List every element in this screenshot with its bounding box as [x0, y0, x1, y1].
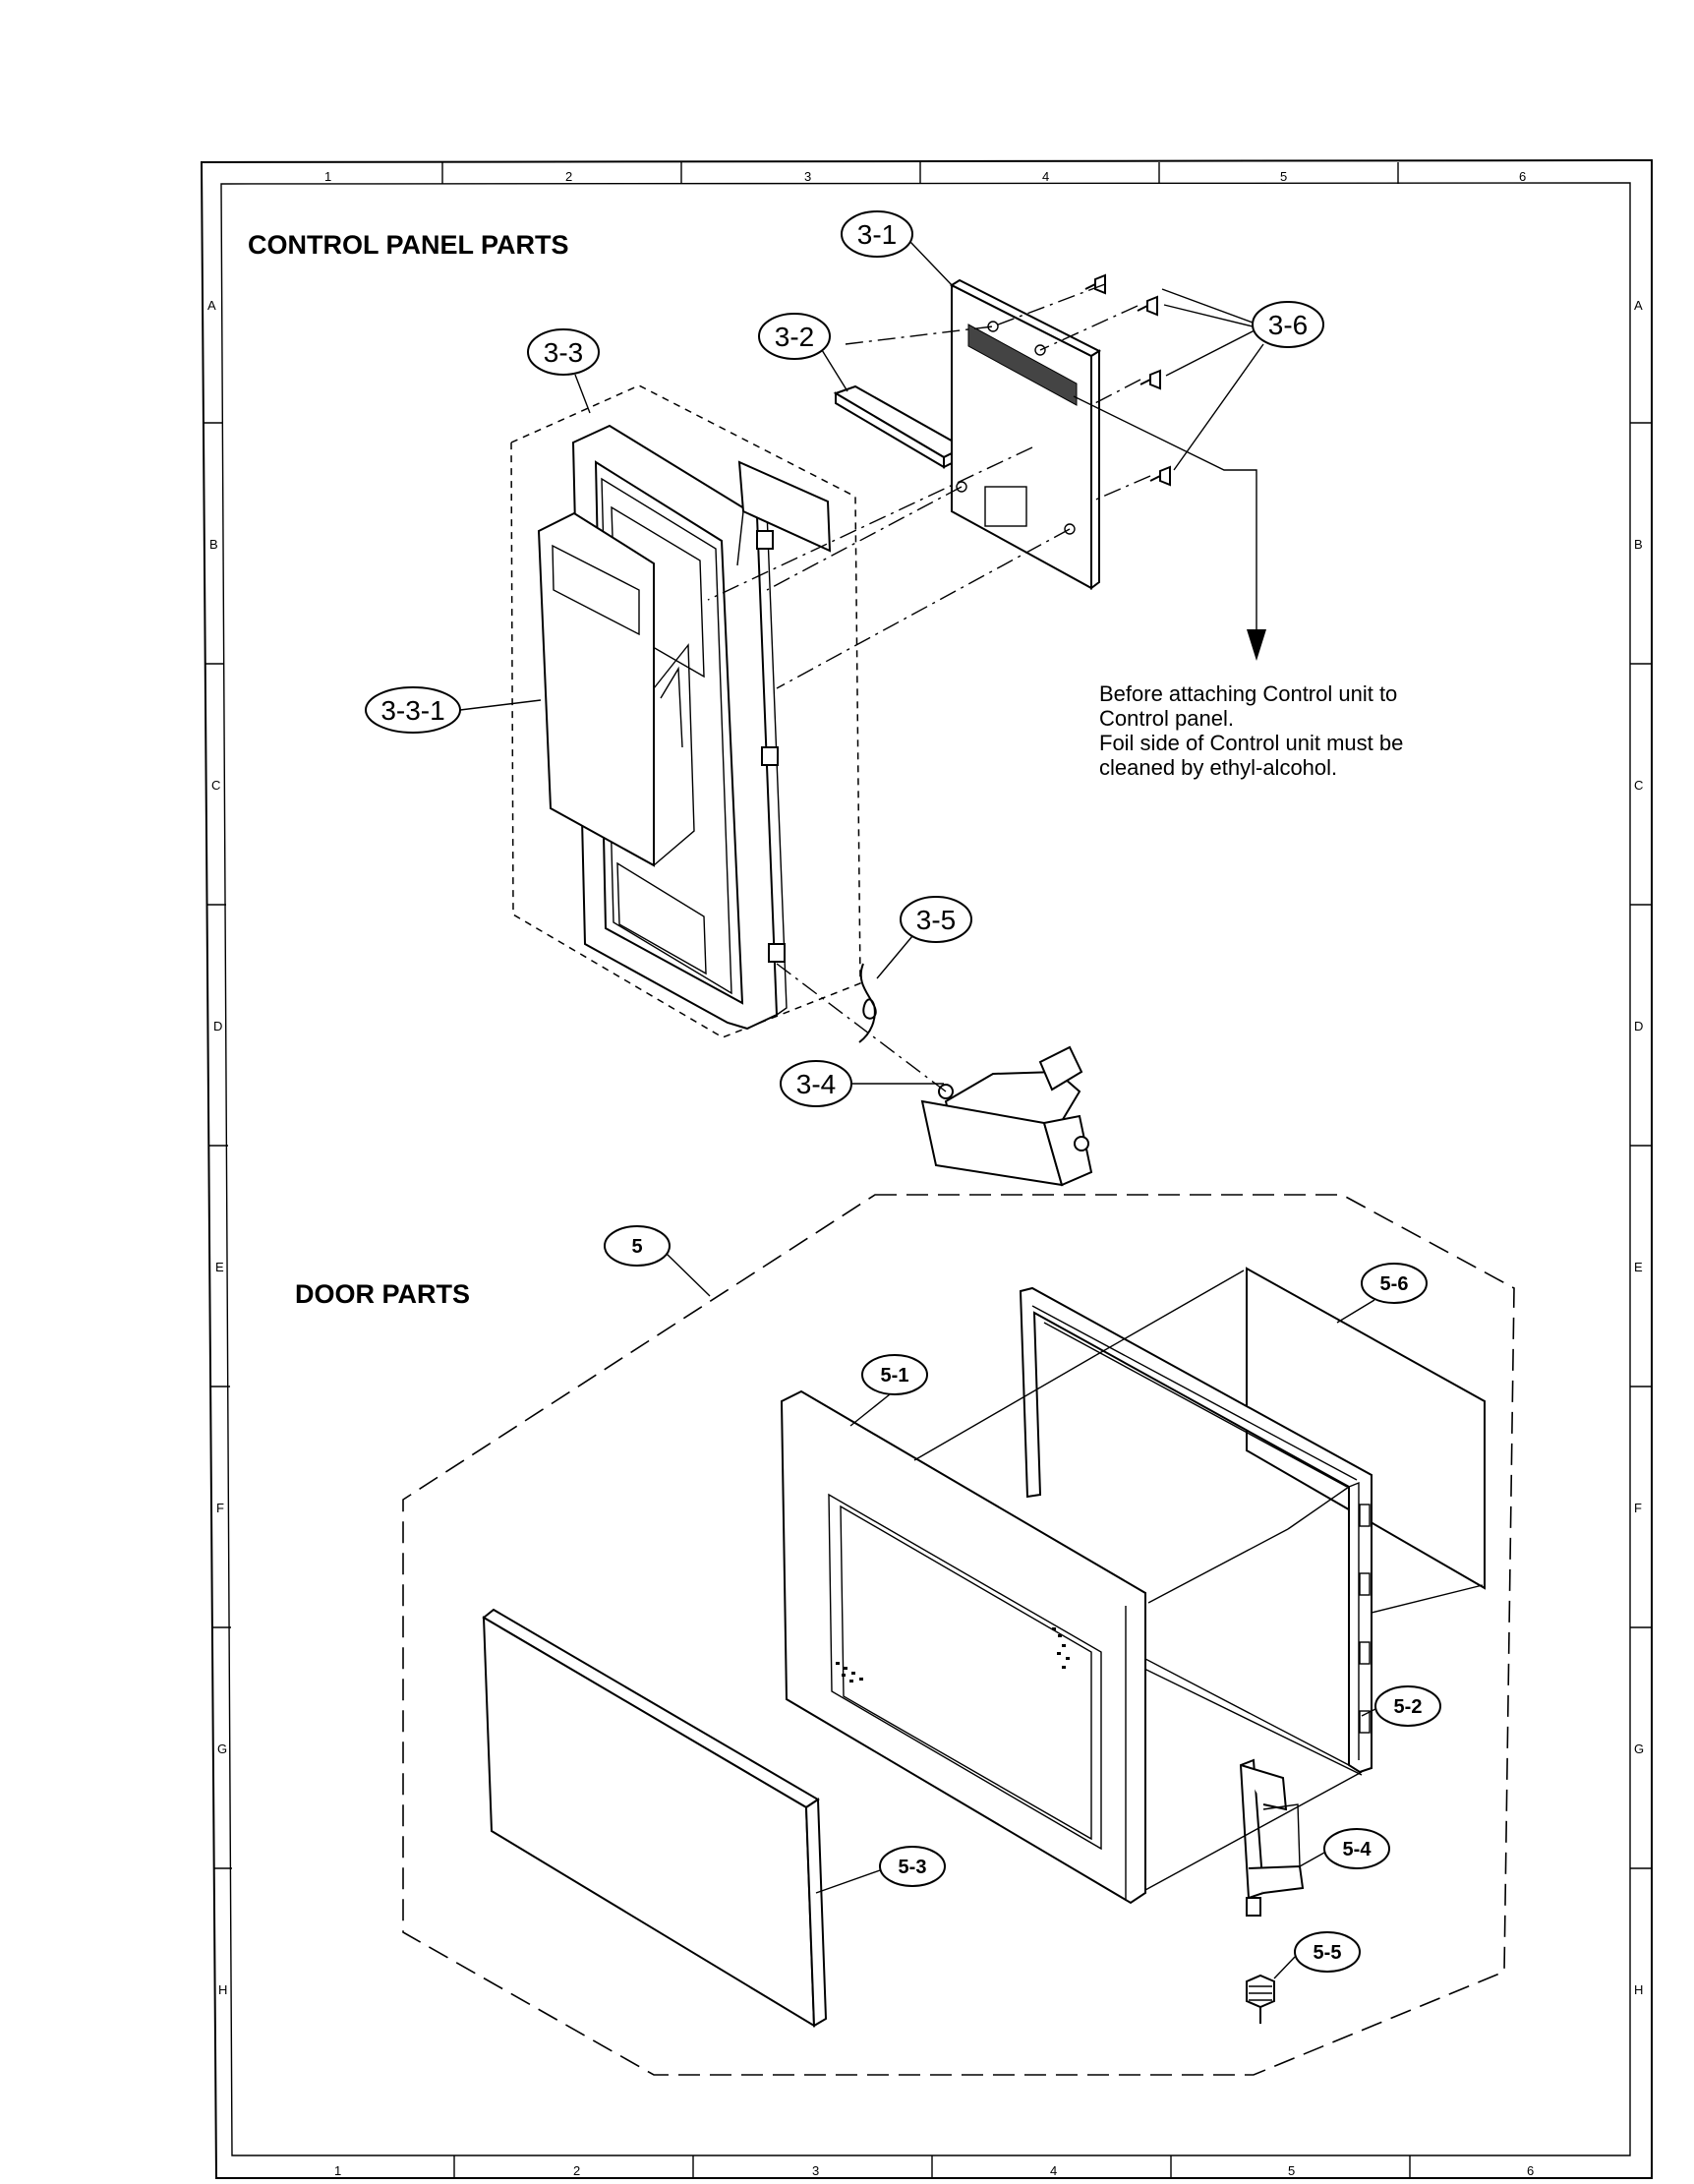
- svg-text:3-3: 3-3: [544, 337, 583, 368]
- left-zone-labels: A B C D E F G H: [207, 298, 227, 1997]
- svg-text:5-2: 5-2: [1394, 1696, 1423, 1718]
- note-line: Control panel.: [1099, 706, 1234, 731]
- callout-5-6: 5-6: [1336, 1263, 1428, 1324]
- zone-row-label: A: [207, 298, 216, 313]
- zone-col-label: 5: [1288, 2163, 1295, 2178]
- zone-row-label: D: [213, 1019, 222, 1033]
- zone-col-label: 5: [1280, 169, 1287, 184]
- svg-text:3-2: 3-2: [775, 322, 814, 352]
- callout-3-3: 3-3: [527, 328, 600, 414]
- foil-strip: [833, 384, 966, 469]
- callout-5-3: 5-3: [815, 1846, 946, 1894]
- zone-row-label: E: [215, 1260, 224, 1274]
- zone-row-label: H: [218, 1982, 227, 1997]
- svg-text:5-5: 5-5: [1314, 1942, 1342, 1964]
- control-panel-heading: CONTROL PANEL PARTS: [248, 230, 569, 260]
- zone-col-label: 2: [573, 2163, 580, 2178]
- choke-film-sheet: [1246, 1267, 1486, 1590]
- zone-col-label: 3: [812, 2163, 819, 2178]
- zone-col-label: 6: [1527, 2163, 1534, 2178]
- svg-text:3-3-1: 3-3-1: [380, 695, 444, 726]
- callout-3-4: 3-4: [780, 1060, 944, 1107]
- callout-5-1: 5-1: [849, 1354, 928, 1427]
- cleaning-note: Before attaching Control unit to Control…: [1099, 681, 1403, 780]
- svg-text:3-5: 3-5: [916, 905, 956, 935]
- zone-row-label: B: [209, 537, 218, 552]
- zone-col-label: 6: [1519, 169, 1526, 184]
- svg-text:3-4: 3-4: [796, 1069, 836, 1099]
- control-panel-group-outline: [510, 384, 861, 1038]
- callout-3-5: 3-5: [876, 896, 972, 979]
- door-latch: [1239, 1758, 1305, 1917]
- door-assembly-leaders: [913, 1269, 1484, 1891]
- top-zone-labels: 1 2 3 4 5 6: [324, 169, 1526, 184]
- callout-5-2: 5-2: [1361, 1685, 1441, 1727]
- zone-row-label: H: [1634, 1982, 1643, 1997]
- zone-row-label: B: [1634, 537, 1643, 552]
- callout-3-1: 3-1: [841, 210, 955, 288]
- control-panel-front-sheet: [537, 511, 695, 867]
- zone-row-label: C: [1634, 778, 1643, 793]
- door-panel: [482, 1608, 828, 2028]
- callout-3-6: 3-6: [1161, 288, 1324, 471]
- door-parts-heading: DOOR PARTS: [295, 1279, 470, 1309]
- zone-row-label: A: [1634, 298, 1643, 313]
- latch-spring: [1246, 1974, 1275, 2024]
- callout-3-3-1: 3-3-1: [365, 686, 542, 734]
- svg-text:5: 5: [631, 1236, 642, 1258]
- zone-col-label: 3: [804, 169, 811, 184]
- zone-col-label: 1: [324, 169, 331, 184]
- zone-row-label: F: [1634, 1501, 1642, 1515]
- callout-3-2: 3-2: [758, 313, 848, 392]
- callout-5-4: 5-4: [1299, 1828, 1390, 1869]
- svg-text:5-6: 5-6: [1380, 1273, 1409, 1295]
- svg-text:5-3: 5-3: [899, 1857, 927, 1878]
- svg-text:3-1: 3-1: [857, 219, 897, 250]
- drawing-frame: [200, 158, 1653, 2179]
- right-zone-labels: A B C D E F G H: [1634, 298, 1644, 1997]
- zone-row-label: D: [1634, 1019, 1643, 1033]
- zone-row-label: G: [1634, 1741, 1644, 1756]
- zone-col-label: 2: [565, 169, 572, 184]
- zone-col-label: 4: [1050, 2163, 1057, 2178]
- bottom-zone-labels: 1 2 3 4 5 6: [334, 2163, 1534, 2178]
- zone-col-label: 1: [334, 2163, 341, 2178]
- spring: [858, 963, 877, 1043]
- control-assembly-leaders: [707, 283, 1151, 1092]
- zone-row-label: C: [211, 778, 220, 793]
- control-unit-board: [949, 278, 1102, 590]
- callout-5: 5: [604, 1225, 711, 1297]
- door-frame: [780, 1389, 1146, 1905]
- door-group-outline: [402, 1194, 1515, 2076]
- screws: [1084, 273, 1171, 487]
- zone-row-label: F: [216, 1501, 224, 1515]
- note-line: Foil side of Control unit must be: [1099, 731, 1403, 755]
- note-line: Before attaching Control unit to: [1099, 681, 1397, 706]
- zone-col-label: 4: [1042, 169, 1049, 184]
- note-line: cleaned by ethyl-alcohol.: [1099, 755, 1337, 780]
- callout-5-5: 5-5: [1273, 1931, 1361, 1979]
- svg-text:3-6: 3-6: [1268, 310, 1308, 340]
- zone-row-label: G: [217, 1741, 227, 1756]
- zone-row-label: E: [1634, 1260, 1643, 1274]
- note-arrow: [1073, 395, 1266, 661]
- door-button: [920, 1045, 1093, 1187]
- svg-text:5-4: 5-4: [1343, 1839, 1373, 1860]
- svg-text:5-1: 5-1: [881, 1365, 909, 1387]
